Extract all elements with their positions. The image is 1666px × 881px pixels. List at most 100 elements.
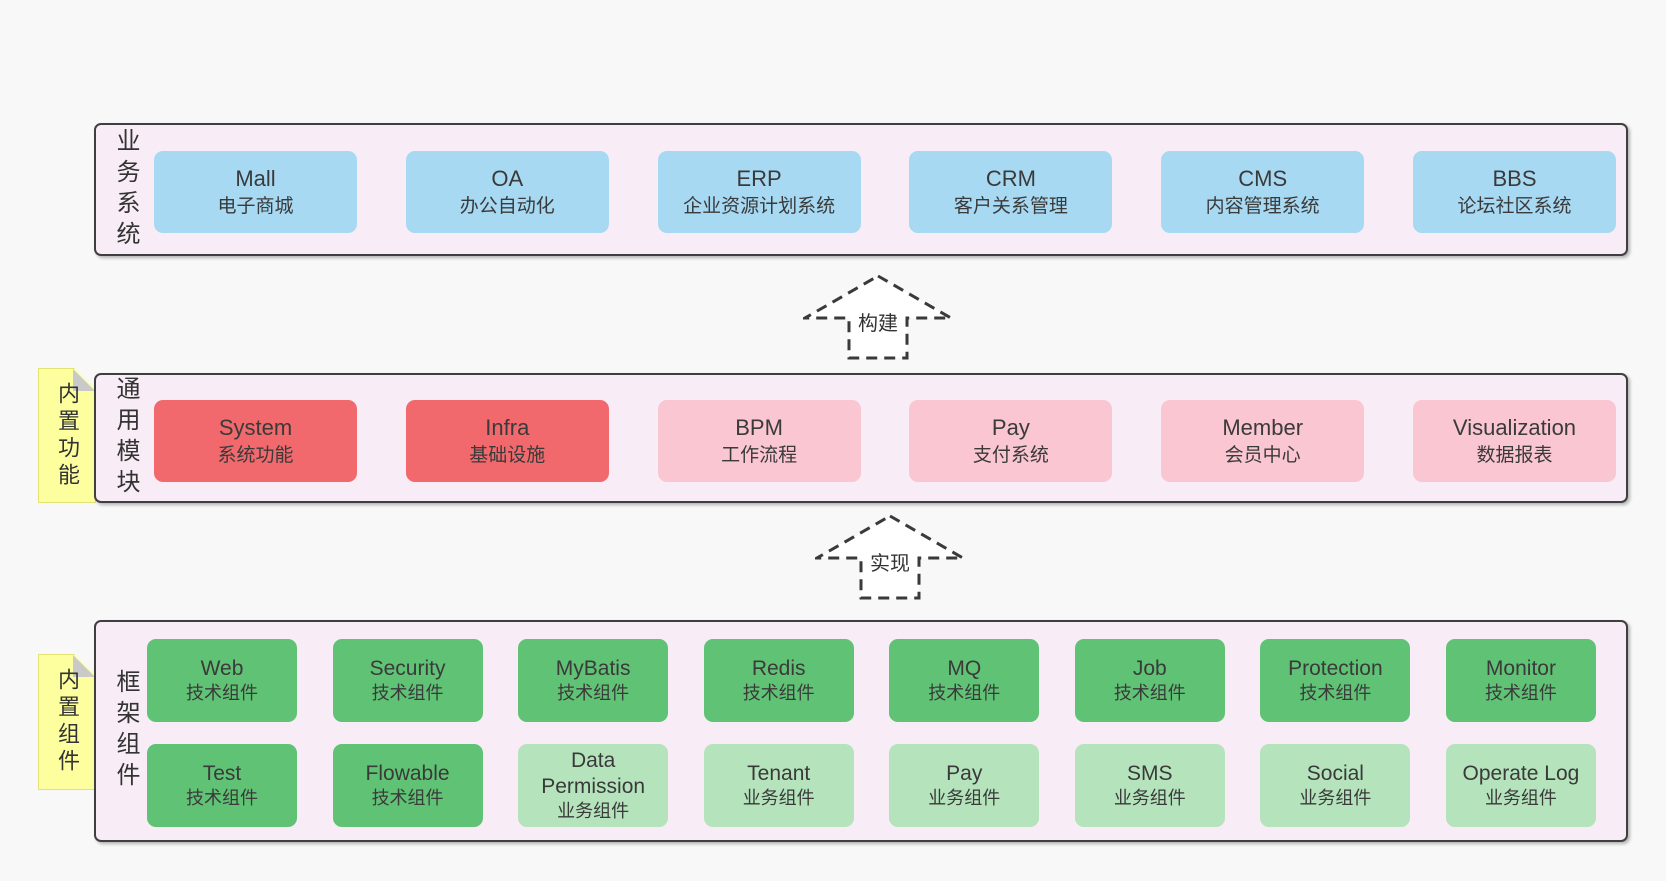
box-subtitle: 论坛社区系统	[1457, 196, 1572, 218]
box-subtitle: 技术组件	[1299, 683, 1372, 704]
box-title: Test	[202, 761, 242, 785]
box-title: SMS	[1127, 761, 1173, 785]
box-mq: MQ 技术组件	[889, 639, 1040, 722]
box-subtitle: 工作流程	[721, 445, 798, 467]
box-title: System	[218, 414, 293, 440]
band-business-systems: 业务系统 Mall 电子商城 OA 办公自动化 ERP 企业资源计划系统 CRM…	[94, 123, 1628, 256]
build-arrow-icon: 构建	[803, 274, 953, 360]
box-subtitle: 会员中心	[1224, 445, 1301, 467]
box-title: Social	[1306, 761, 1364, 785]
box-monitor: Monitor 技术组件	[1445, 639, 1596, 722]
box-redis: Redis 技术组件	[703, 639, 854, 722]
business-row: Mall 电子商城 OA 办公自动化 ERP 企业资源计划系统 CRM 客户关系…	[154, 151, 1616, 233]
box-title: Operate Log	[1462, 761, 1580, 785]
box-subtitle: 业务组件	[557, 801, 630, 822]
box-mall: Mall 电子商城	[154, 151, 357, 233]
sticky-note-built-in-components: 内置组件	[38, 654, 96, 790]
box-title: MQ	[947, 656, 982, 680]
band-framework-components: 框架组件 Web 技术组件 Security 技术组件 MyBatis 技术组件…	[94, 620, 1628, 842]
common-row: System 系统功能 Infra 基础设施 BPM 工作流程 Pay 支付系统…	[154, 400, 1616, 482]
box-infra: Infra 基础设施	[405, 400, 609, 482]
box-title: Infra	[485, 414, 530, 440]
box-subtitle: 系统功能	[217, 445, 294, 467]
box-title: Visualization	[1452, 414, 1577, 440]
box-test: Test 技术组件	[147, 744, 297, 827]
box-subtitle: 业务组件	[928, 788, 1001, 809]
box-title: Job	[1132, 656, 1167, 680]
box-bbs: BBS 论坛社区系统	[1412, 151, 1616, 233]
box-title: Pay	[946, 761, 983, 785]
box-subtitle: 业务组件	[1484, 788, 1557, 809]
sticky-note-built-in-functions: 内置功能	[38, 368, 96, 503]
implement-arrow-icon: 实现	[815, 514, 965, 600]
box-member: Member 会员中心	[1161, 400, 1365, 482]
box-pay-module: Pay 支付系统	[909, 400, 1113, 482]
box-subtitle: 技术组件	[1113, 683, 1186, 704]
box-cms: CMS 内容管理系统	[1161, 151, 1365, 233]
box-subtitle: 内容管理系统	[1205, 196, 1320, 218]
box-title: CRM	[985, 165, 1036, 191]
box-subtitle: 技术组件	[186, 788, 258, 809]
box-pay-component: Pay 业务组件	[889, 744, 1040, 827]
box-title: BPM	[735, 414, 783, 440]
box-subtitle: 业务组件	[742, 788, 815, 809]
box-subtitle: 技术组件	[742, 683, 815, 704]
box-subtitle: 技术组件	[371, 788, 444, 809]
box-title: ERP	[736, 165, 782, 191]
box-title: OA	[491, 165, 524, 191]
box-protection: Protection 技术组件	[1260, 639, 1411, 722]
box-system: System 系统功能	[154, 400, 357, 482]
box-subtitle: 技术组件	[1484, 683, 1557, 704]
box-subtitle: 技术组件	[928, 683, 1001, 704]
box-title: Web	[200, 656, 244, 680]
implement-arrow-label: 实现	[867, 547, 913, 576]
band-business-label: 业务系统	[112, 127, 139, 252]
box-subtitle: 技术组件	[557, 683, 630, 704]
box-subtitle: 客户关系管理	[953, 196, 1068, 218]
box-operate-log: Operate Log 业务组件	[1445, 744, 1596, 827]
box-title: Mall	[235, 165, 276, 191]
box-subtitle: 技术组件	[186, 683, 258, 704]
build-arrow-label: 构建	[855, 307, 901, 336]
box-subtitle: 业务组件	[1113, 788, 1186, 809]
box-web: Web 技术组件	[147, 639, 297, 722]
box-title: Protection	[1288, 656, 1383, 680]
box-subtitle: 企业资源计划系统	[683, 196, 836, 218]
box-job: Job 技术组件	[1074, 639, 1225, 722]
band-framework-label: 框架组件	[112, 669, 139, 793]
box-title: Data Permission	[541, 748, 646, 798]
box-bpm: BPM 工作流程	[657, 400, 861, 482]
box-flowable: Flowable 技术组件	[332, 744, 483, 827]
box-title: Pay	[991, 414, 1030, 440]
box-data-permission: Data Permission 业务组件	[518, 744, 669, 827]
box-subtitle: 电子商城	[217, 196, 294, 218]
box-subtitle: 技术组件	[371, 683, 444, 704]
box-title: CMS	[1238, 165, 1288, 191]
box-security: Security 技术组件	[332, 639, 483, 722]
box-visualization: Visualization 数据报表	[1412, 400, 1616, 482]
box-social: Social 业务组件	[1260, 744, 1411, 827]
box-crm: CRM 客户关系管理	[909, 151, 1113, 233]
framework-row-1: Web 技术组件 Security 技术组件 MyBatis 技术组件 Redi…	[147, 639, 1596, 722]
band-common-label: 通用模块	[112, 376, 139, 500]
box-oa: OA 办公自动化	[405, 151, 609, 233]
framework-row-2: Test 技术组件 Flowable 技术组件 Data Permission …	[147, 744, 1596, 827]
box-title: MyBatis	[555, 656, 631, 680]
box-sms: SMS 业务组件	[1074, 744, 1225, 827]
sticky-label: 内置组件	[55, 668, 80, 776]
box-subtitle: 业务组件	[1299, 788, 1372, 809]
box-subtitle: 支付系统	[972, 445, 1049, 467]
box-title: Member	[1222, 414, 1304, 440]
box-title: Monitor	[1485, 656, 1556, 680]
box-title: Flowable	[365, 761, 450, 785]
box-subtitle: 数据报表	[1476, 445, 1553, 467]
box-title: Tenant	[747, 761, 811, 785]
box-subtitle: 办公自动化	[459, 196, 555, 218]
box-title: BBS	[1492, 165, 1537, 191]
band-common-modules: 通用模块 System 系统功能 Infra 基础设施 BPM 工作流程 Pay…	[94, 373, 1628, 503]
box-title: Redis	[751, 656, 806, 680]
box-tenant: Tenant 业务组件	[703, 744, 854, 827]
box-title: Security	[369, 656, 446, 680]
box-mybatis: MyBatis 技术组件	[518, 639, 669, 722]
